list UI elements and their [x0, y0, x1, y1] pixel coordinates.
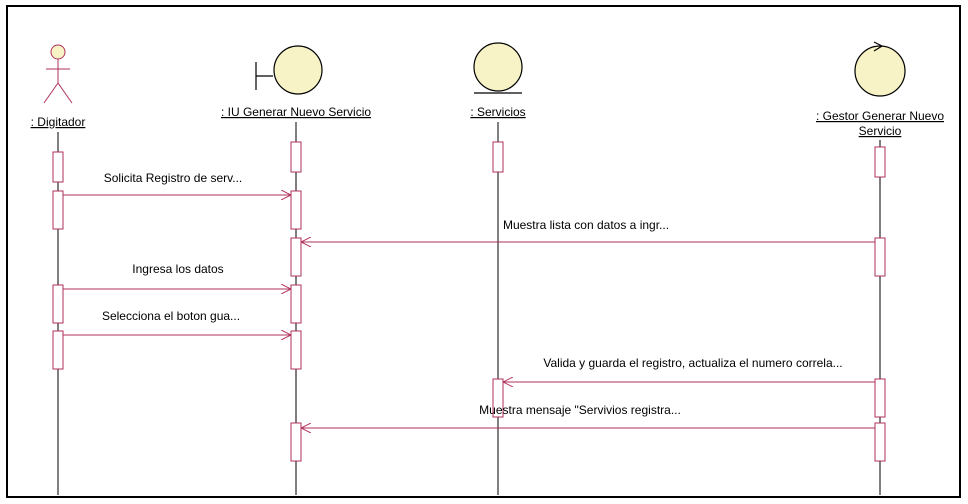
entity-label: : Servicios — [470, 105, 525, 119]
activation-box — [492, 378, 504, 418]
message-5[interactable]: Valida y guarda el registro, actualiza e… — [503, 356, 875, 382]
diagram-canvas: : Digitador : IU Generar Nuevo Servicio … — [6, 5, 961, 498]
message-6[interactable]: Muestra mensaje "Servivios registra... — [301, 403, 875, 428]
boundary-iu-generar-nuevo-servicio[interactable]: : IU Generar Nuevo Servicio — [221, 45, 371, 119]
activation-box — [874, 237, 886, 277]
sequence-diagram: : Digitador : IU Generar Nuevo Servicio … — [31, 41, 944, 495]
message-label: Ingresa los datos — [132, 262, 223, 276]
control-label-line-1: : Gestor Generar Nuevo — [816, 109, 944, 123]
control-gestor-generar-nuevo-servicio[interactable]: : Gestor Generar Nuevo Servicio — [816, 41, 944, 138]
message-2[interactable]: Muestra lista con datos a ingr... — [301, 218, 875, 242]
activation-box — [52, 190, 64, 230]
activation-box — [874, 422, 886, 462]
activation-box — [874, 146, 886, 178]
activation-box — [52, 151, 64, 183]
message-label: Solicita Registro de serv... — [104, 171, 243, 185]
activation-box — [874, 378, 886, 418]
control-icon — [854, 41, 906, 97]
entity-servicios[interactable]: : Servicios — [470, 42, 526, 119]
message-label: Selecciona el boton gua... — [102, 309, 240, 323]
activation-box — [290, 141, 302, 173]
actor-label: : Digitador — [31, 115, 86, 129]
activation-box — [290, 237, 302, 277]
activation-box — [290, 422, 302, 462]
message-3[interactable]: Ingresa los datos — [63, 262, 291, 289]
activation-box — [290, 284, 302, 324]
activation-box — [290, 190, 302, 230]
activation-box — [492, 141, 504, 173]
actor-stick-figure-icon — [43, 44, 73, 104]
message-1[interactable]: Solicita Registro de serv... — [63, 171, 291, 195]
message-4[interactable]: Selecciona el boton gua... — [63, 309, 291, 335]
activation-box — [52, 284, 64, 324]
control-label-line-2: Servicio — [859, 124, 902, 138]
message-label: Muestra mensaje "Servivios registra... — [479, 403, 681, 417]
activation-box — [52, 330, 64, 370]
activation-box — [290, 330, 302, 370]
message-label: Valida y guarda el registro, actualiza e… — [543, 356, 842, 370]
entity-icon — [473, 42, 523, 94]
actor-digitador[interactable]: : Digitador — [31, 44, 86, 129]
message-label: Muestra lista con datos a ingr... — [503, 218, 669, 232]
boundary-label: : IU Generar Nuevo Servicio — [221, 105, 371, 119]
boundary-icon — [255, 45, 323, 95]
